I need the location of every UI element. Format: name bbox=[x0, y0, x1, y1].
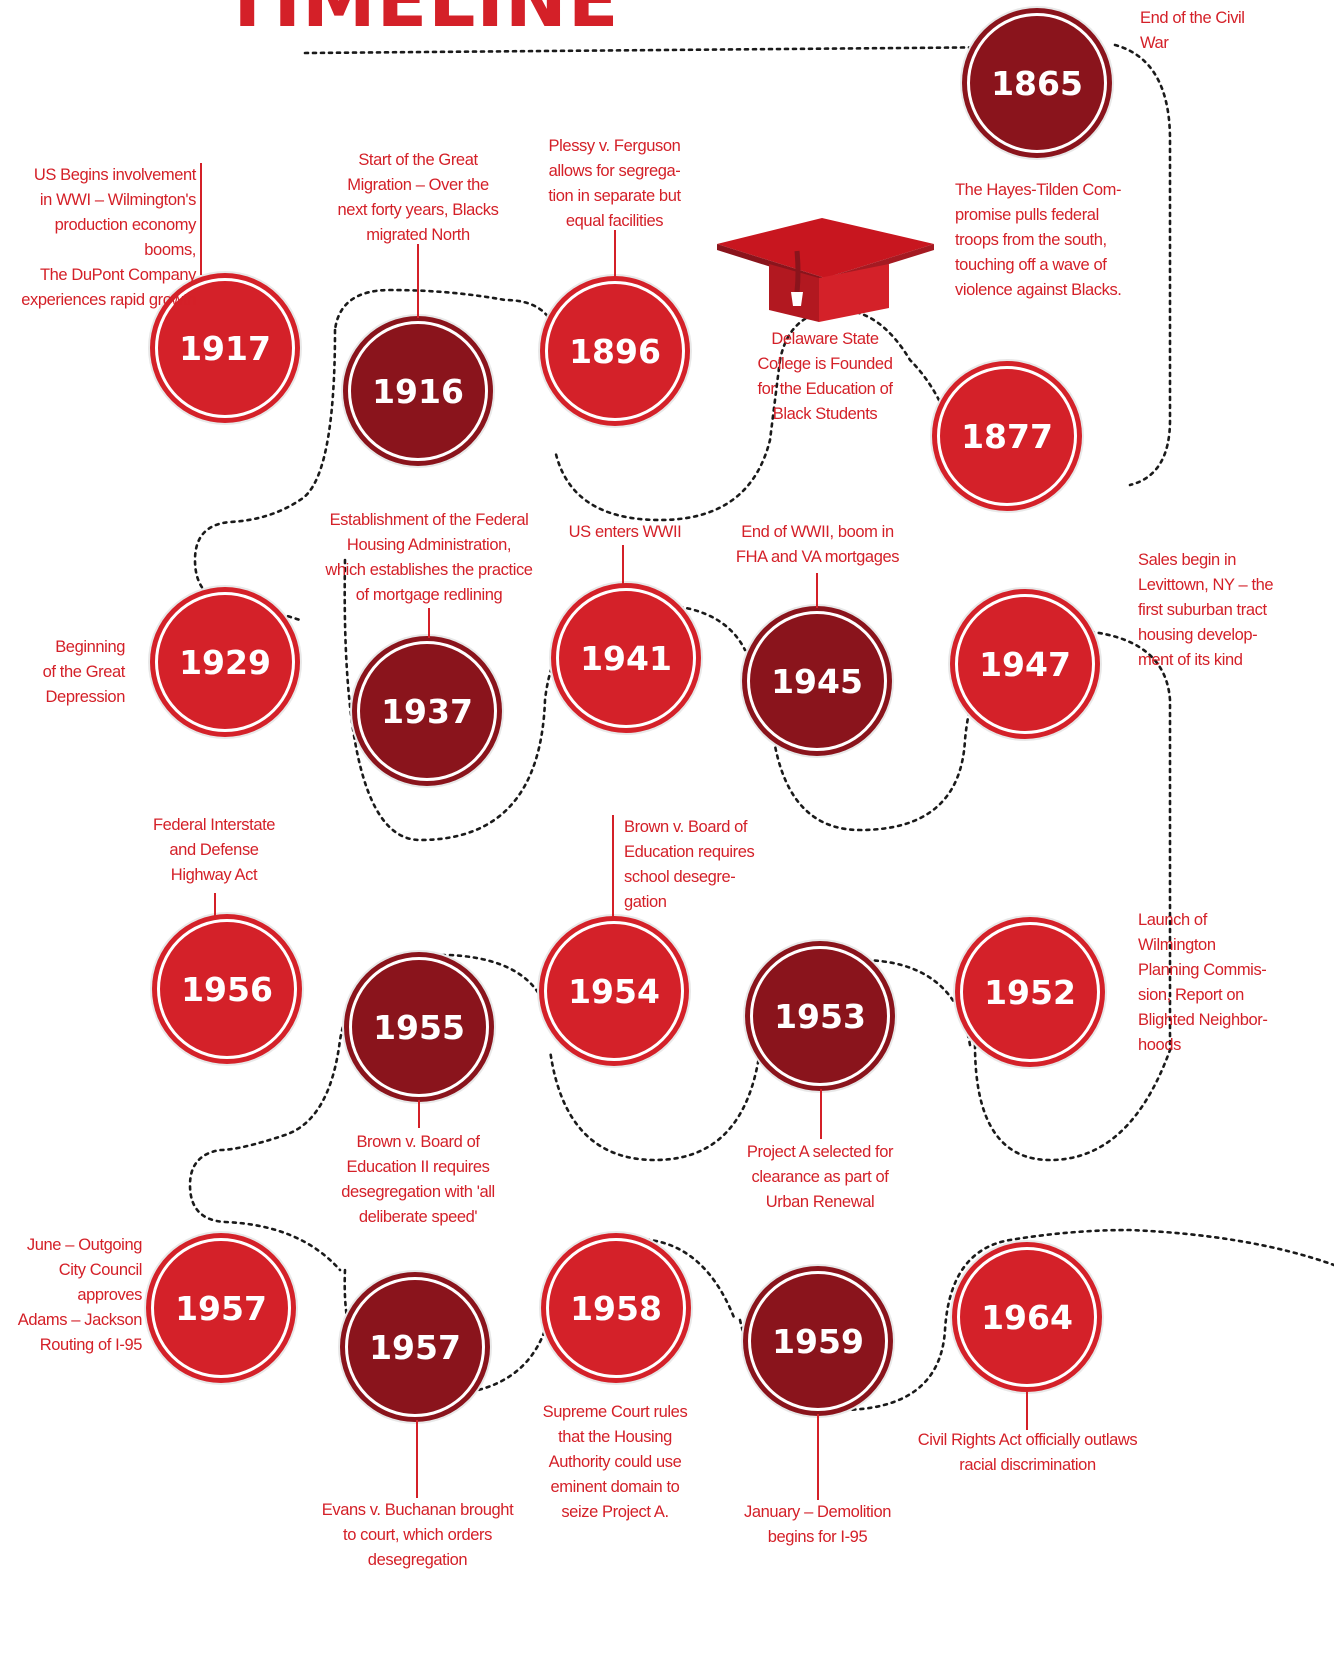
year-circle-1877: 1877 bbox=[932, 361, 1082, 511]
event-label-1964: Civil Rights Act officially outlaws raci… bbox=[917, 1431, 1138, 1474]
year-circle-1929: 1929 bbox=[150, 587, 300, 737]
event-label-1917: US Begins involvement in WWI – Wilmingto… bbox=[21, 166, 196, 309]
year-circle-1896: 1896 bbox=[540, 276, 690, 426]
event-label-1954: Brown v. Board of Education requires sch… bbox=[624, 818, 755, 911]
event-label-1956: Federal Interstate and Defense Highway A… bbox=[152, 816, 276, 884]
year-circle-1941: 1941 bbox=[551, 583, 701, 733]
event-label-1941: US enters WWII bbox=[568, 523, 682, 541]
year-circle-1947: 1947 bbox=[950, 589, 1100, 739]
year-circle-1964: 1964 bbox=[952, 1242, 1102, 1392]
event-label-1865: End of the Civil War bbox=[1140, 9, 1245, 52]
year-circle-1954: 1954 bbox=[539, 916, 689, 1066]
year-circle-1958: 1958 bbox=[541, 1233, 691, 1383]
event-label-1916: Start of the Great Migration – Over the … bbox=[337, 151, 499, 244]
event-label-1957b: Evans v. Buchanan brought to court, whic… bbox=[321, 1501, 514, 1569]
event-label-1955: Brown v. Board of Education II requires … bbox=[341, 1133, 495, 1226]
event-label-1945: End of WWII, boom in FHA and VA mortgage… bbox=[735, 523, 900, 566]
year-circle-1917: 1917 bbox=[150, 273, 300, 423]
year-circle-1956: 1956 bbox=[152, 914, 302, 1064]
event-label-1947: Sales begin in Levittown, NY – the first… bbox=[1138, 551, 1274, 669]
year-circle-1957b: 1957 bbox=[340, 1272, 490, 1422]
year-circle-1955: 1955 bbox=[344, 952, 494, 1102]
event-label-1937: Establishment of the Federal Housing Adm… bbox=[325, 511, 533, 604]
year-circle-1865: 1865 bbox=[962, 8, 1112, 158]
year-circle-1953: 1953 bbox=[745, 941, 895, 1091]
year-circle-1952: 1952 bbox=[955, 917, 1105, 1067]
event-label-1958: Supreme Court rules that the Housing Aut… bbox=[542, 1403, 688, 1521]
event-label-1952: Launch of Wilmington Planning Commis- si… bbox=[1138, 911, 1268, 1054]
year-circle-1937: 1937 bbox=[352, 636, 502, 786]
event-label-1929: Beginning of the Great Depression bbox=[42, 638, 126, 706]
year-circle-1916: 1916 bbox=[343, 316, 493, 466]
event-label-1896: Plessy v. Ferguson allows for segrega- t… bbox=[548, 137, 681, 230]
graduation-cap-icon bbox=[717, 218, 934, 322]
year-circle-1945: 1945 bbox=[742, 606, 892, 756]
year-circle-1959: 1959 bbox=[743, 1266, 893, 1416]
page-title: TIMELINE bbox=[222, 0, 620, 44]
event-label-1959: January – Demolition begins for I-95 bbox=[744, 1503, 891, 1546]
event-label-1877: The Hayes-Tilden Com- promise pulls fede… bbox=[955, 181, 1122, 299]
event-label-1957a: June – Outgoing City Council approves Ad… bbox=[17, 1236, 143, 1354]
event-label-1953: Project A selected for clearance as part… bbox=[746, 1143, 894, 1211]
event-label-college: Delaware State College is Founded for th… bbox=[757, 330, 893, 423]
year-circle-1957a: 1957 bbox=[146, 1233, 296, 1383]
